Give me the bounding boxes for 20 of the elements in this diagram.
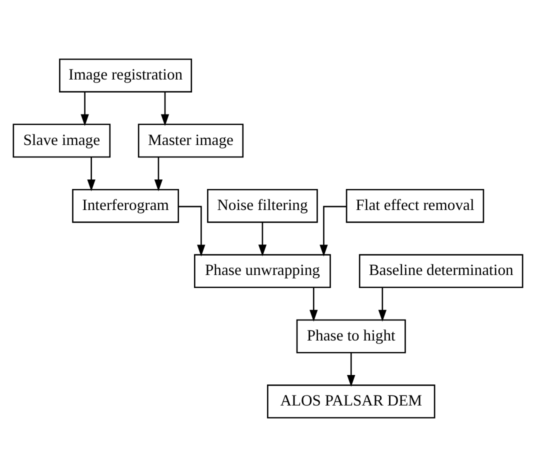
node-box: Noise filtering: [207, 188, 318, 222]
arrow: [87, 156, 96, 191]
node-box: Master image: [138, 123, 244, 158]
arrow: [320, 205, 346, 256]
node-box: Flat effect removal: [346, 188, 484, 222]
arrow: [258, 222, 267, 256]
node-box: Image registration: [59, 58, 192, 92]
node-box: ALOS PALSAR DEM: [267, 384, 436, 418]
arrow: [80, 91, 89, 126]
node-box: Slave image: [12, 123, 111, 158]
arrow: [154, 156, 163, 191]
node-box: Baseline determination: [358, 254, 524, 288]
arrow: [160, 91, 170, 126]
node-box: Phase to hight: [296, 318, 406, 353]
node-box: Interferogram: [72, 188, 180, 222]
arrow: [347, 352, 356, 386]
arrow: [378, 287, 387, 322]
arrow: [178, 205, 206, 256]
node-box: Phase unwrapping: [194, 254, 331, 288]
arrow: [310, 287, 318, 322]
